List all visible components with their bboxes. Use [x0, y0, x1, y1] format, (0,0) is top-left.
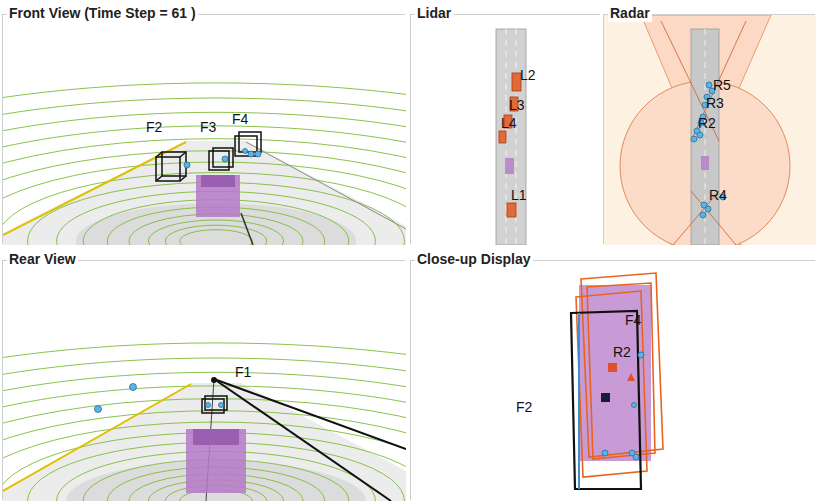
track-label: L4	[501, 115, 517, 131]
track-label: R3	[706, 95, 724, 111]
view-panel: LidarL2L3L4L1	[410, 14, 600, 244]
track-label: F4	[625, 312, 641, 328]
track-label: F2	[146, 119, 162, 135]
track-label: L3	[509, 97, 525, 113]
view-panel: Close-up DisplayF4R2F2	[410, 260, 815, 500]
track-label: F1	[235, 364, 251, 380]
view-panel: Rear ViewF1	[2, 260, 405, 500]
track-label: L1	[511, 187, 527, 203]
track-label: F3	[200, 119, 216, 135]
panel-title: Front View (Time Step = 61 )	[7, 5, 198, 22]
panel-title: Lidar	[415, 5, 453, 22]
track-label: F2	[516, 399, 532, 415]
panel-title: Radar	[608, 5, 652, 22]
view-panel: RadarR5R3R2R4	[603, 14, 815, 244]
track-label: R5	[713, 77, 731, 93]
panel-title: Rear View	[7, 251, 78, 268]
panel-title: Close-up Display	[415, 251, 533, 268]
track-label: F4	[232, 111, 248, 127]
track-label: R2	[698, 115, 716, 131]
rear-view-scene	[3, 261, 406, 501]
track-label: R4	[709, 187, 727, 203]
track-label: L2	[520, 67, 536, 83]
close-up-scene	[411, 261, 816, 501]
track-label: R2	[613, 344, 631, 360]
view-panel: Front View (Time Step = 61 )F2F3F4	[2, 14, 405, 244]
